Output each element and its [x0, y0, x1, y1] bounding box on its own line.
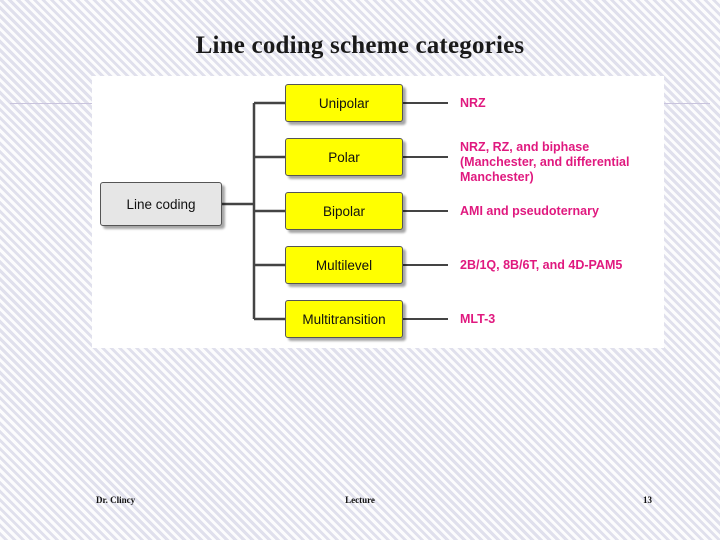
- description-bipolar: AMI and pseudoternary: [460, 204, 599, 218]
- node-line-coding: Line coding: [100, 182, 222, 226]
- footer-author: Dr. Clincy: [96, 495, 136, 505]
- diagram-panel: Line coding Unipolar Polar Bipolar Multi…: [92, 76, 664, 348]
- page-title: Line coding scheme categories: [195, 32, 525, 59]
- footer-page-number: 13: [643, 495, 652, 505]
- connector-lines: [222, 101, 448, 321]
- footer-label: Lecture: [345, 495, 375, 505]
- node-multitransition: Multitransition: [285, 300, 403, 338]
- description-multitransition: MLT-3: [460, 312, 496, 326]
- description-polar: NRZ, RZ, and biphase (Manchester, and di…: [460, 140, 630, 184]
- description-unipolar: NRZ: [460, 96, 486, 110]
- node-bipolar: Bipolar: [285, 192, 403, 230]
- node-unipolar: Unipolar: [285, 84, 403, 122]
- description-multilevel: 2B/1Q, 8B/6T, and 4D-PAM5: [460, 258, 623, 272]
- node-polar: Polar: [285, 138, 403, 176]
- node-multilevel: Multilevel: [285, 246, 403, 284]
